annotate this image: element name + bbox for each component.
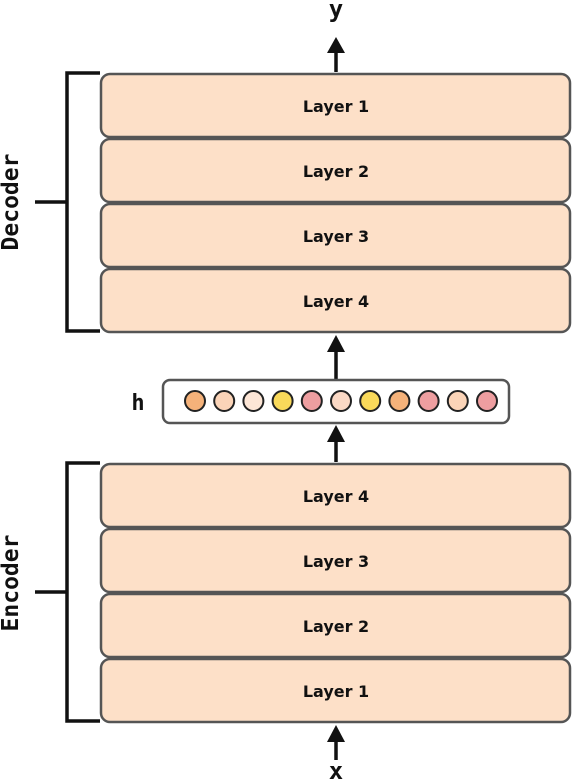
input-label: x (329, 757, 343, 782)
encoder-layer-4-label: Layer 4 (303, 487, 369, 506)
decoder-layer-3-label: Layer 3 (303, 227, 369, 246)
decoder-layer-2: Layer 2 (99, 137, 572, 204)
encoder-layer-3: Layer 3 (99, 527, 572, 594)
encoder-layer-1-label: Layer 1 (303, 682, 369, 701)
encoder-layer-1: Layer 1 (99, 657, 572, 724)
encoder-layer-2-label: Layer 2 (303, 617, 369, 636)
latent-node-10 (446, 390, 469, 412)
latent-node-2 (213, 390, 236, 412)
latent-node-7 (359, 390, 382, 412)
encoder-bracket (35, 461, 100, 723)
encoder-layer-2: Layer 2 (99, 592, 572, 659)
latent-node-6 (330, 390, 352, 412)
decoder-bracket (35, 71, 100, 333)
decoder-layer-4-label: Layer 4 (303, 292, 369, 311)
encoder-layer-4: Layer 4 (99, 462, 572, 529)
output-label: y (329, 0, 343, 23)
latent-label: h (131, 391, 144, 416)
decoder-layer-1: Layer 1 (99, 72, 572, 139)
latent-node-3 (242, 390, 265, 412)
encoder-layer-3-label: Layer 3 (303, 552, 369, 571)
latent-node-9 (417, 390, 440, 412)
latent-node-4 (271, 390, 294, 412)
encoder-to-latent-arrow (327, 425, 345, 462)
latent-to-decoder-arrow (327, 335, 345, 380)
latent-node-1 (184, 390, 206, 412)
latent-nodes (184, 390, 498, 412)
decoder-layer-1-label: Layer 1 (303, 97, 369, 116)
latent-node-8 (388, 390, 411, 412)
output-arrow (327, 37, 345, 72)
decoder-label: Decoder (0, 154, 24, 251)
input-arrow (327, 725, 345, 760)
decoder-layer-2-label: Layer 2 (303, 162, 369, 181)
encoder-label: Encoder (0, 535, 24, 632)
decoder-layer-3: Layer 3 (99, 202, 572, 269)
decoder-layer-4: Layer 4 (99, 267, 572, 334)
latent-node-11 (476, 390, 498, 412)
latent-node-5 (300, 390, 323, 412)
